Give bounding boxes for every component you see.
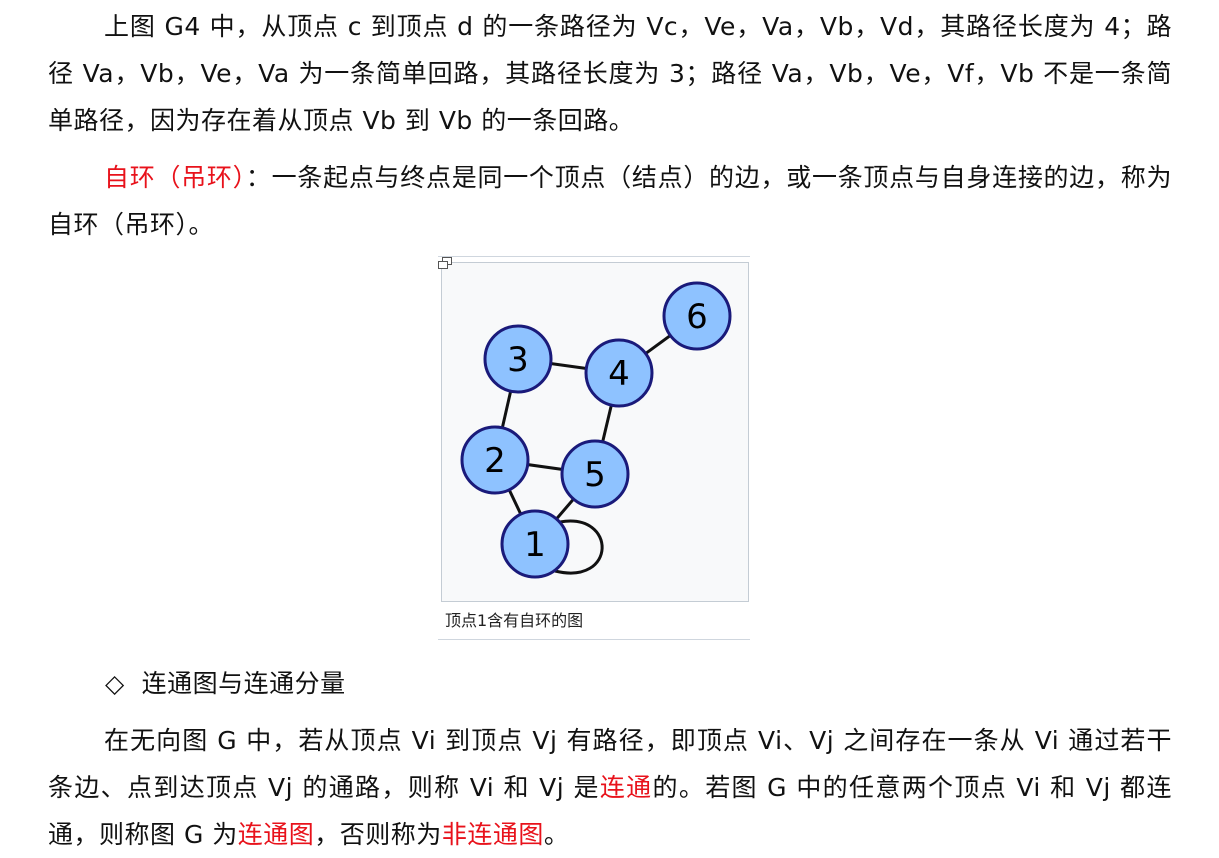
paragraph-text: ，否则称为 xyxy=(314,820,442,849)
graph-node-5: 5 xyxy=(560,439,630,509)
graph-node-3: 3 xyxy=(483,324,553,394)
term-self-loop: 自环（吊环） xyxy=(104,163,246,192)
figure-caption: 顶点1含有自环的图 xyxy=(445,611,584,630)
paragraph-self-loop-definition: 自环（吊环）：一条起点与终点是同一个顶点（结点）的边，或一条顶点与自身连接的边，… xyxy=(48,154,1172,248)
paragraph-connectivity-definition: 在无向图 G 中，若从顶点 Vi 到顶点 Vj 有路径，即顶点 Vi、Vj 之间… xyxy=(48,717,1172,858)
paragraph-text: ：一条起点与终点是同一个顶点（结点）的边，或一条顶点与自身连接的边，称为自环（吊… xyxy=(48,163,1172,239)
graph-node-4: 4 xyxy=(584,338,654,408)
node-circle-2 xyxy=(460,425,530,495)
graph-diagram: 1 2 3 4 5 6 xyxy=(460,281,732,579)
self-loop-figure: 1 2 3 4 5 6 顶点1含有自环的图 xyxy=(438,256,750,640)
graph-node-2: 2 xyxy=(460,425,530,495)
node-circle-3 xyxy=(483,324,553,394)
enlarge-icon[interactable] xyxy=(438,257,452,269)
node-label-4: 4 xyxy=(608,354,630,394)
paragraph-path-example: 上图 G4 中，从顶点 c 到顶点 d 的一条路径为 Vc，Ve，Va，Vb，V… xyxy=(48,3,1172,144)
node-circle-6 xyxy=(662,281,732,351)
graph-node-1: 1 xyxy=(500,509,570,579)
node-label-3: 3 xyxy=(507,340,529,380)
self-loop-edge-1 xyxy=(554,519,604,575)
section-title: 连通图与连通分量 xyxy=(141,669,346,698)
term-connected-graph: 连通图 xyxy=(237,820,315,849)
node-label-5: 5 xyxy=(584,455,606,495)
node-circle-4 xyxy=(584,338,654,408)
node-label-6: 6 xyxy=(686,297,708,337)
paragraph-text: 上图 G4 中，从顶点 c 到顶点 d 的一条路径为 Vc，Ve，Va，Vb，V… xyxy=(48,12,1172,135)
diamond-bullet-icon: ◇ xyxy=(105,669,125,698)
paragraph-text: 在无向图 G 中，若从顶点 Vi 到顶点 Vj 有路径，即顶点 Vi、Vj 之间… xyxy=(48,726,1172,802)
paragraph-text: 。 xyxy=(543,820,570,849)
node-label-2: 2 xyxy=(484,441,506,481)
graph-nodes: 1 2 3 4 5 6 xyxy=(460,281,732,579)
node-label-1: 1 xyxy=(524,525,546,565)
term-disconnected-graph: 非连通图 xyxy=(441,820,544,849)
paragraph-text: 的。若图 G 中的任意两个顶点 Vi 和 Vj 都连通，则称图 G 为 xyxy=(48,773,1172,849)
graph-node-6: 6 xyxy=(662,281,732,351)
node-circle-1 xyxy=(500,509,570,579)
section-heading: ◇ 连通图与连通分量 xyxy=(105,662,346,706)
node-circle-5 xyxy=(560,439,630,509)
term-connected: 连通 xyxy=(599,773,653,802)
